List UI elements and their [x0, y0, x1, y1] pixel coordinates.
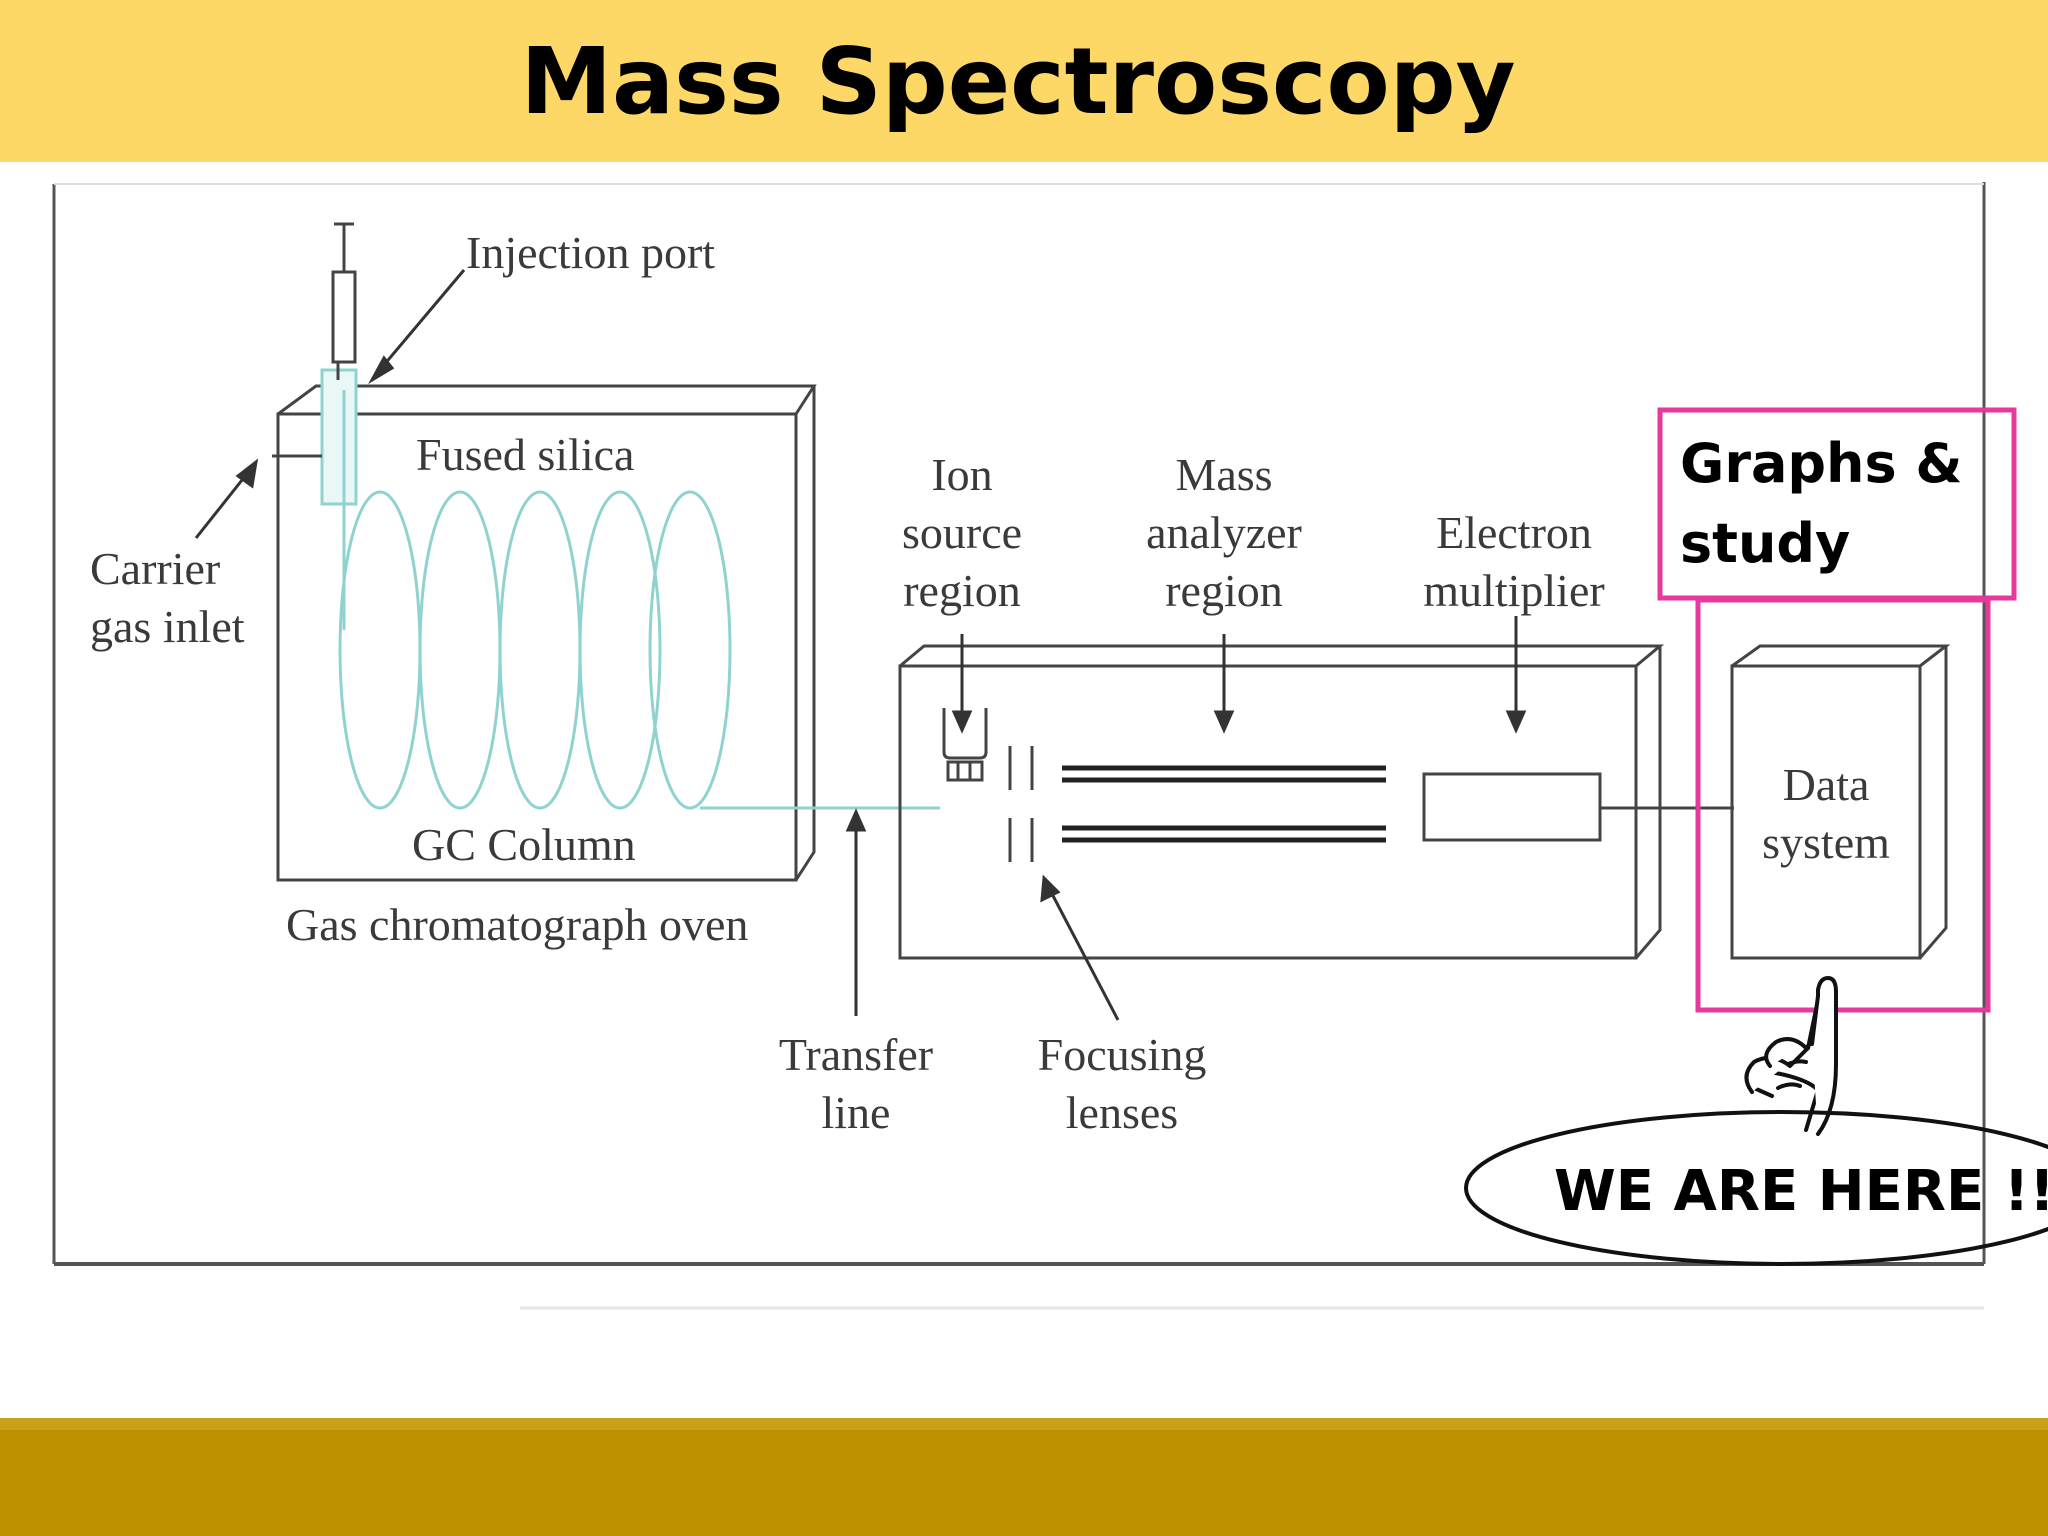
- label-carrier-1: Carrier: [90, 543, 220, 594]
- footer-bar: [0, 1418, 2048, 1536]
- label-carrier-2: gas inlet: [90, 601, 245, 652]
- pointing-hand-icon: [1744, 976, 1838, 1136]
- title-bar: Mass Spectroscopy: [0, 0, 2048, 162]
- gc-column-coil: [338, 390, 940, 810]
- label-injection-port: Injection port: [466, 227, 715, 278]
- label-mass-3: region: [1165, 565, 1283, 616]
- label-ion-3: region: [903, 565, 1021, 616]
- label-ion-2: source: [902, 507, 1022, 558]
- label-mass-2: analyzer: [1146, 507, 1302, 558]
- graphs-label-1: Graphs &: [1680, 432, 1963, 495]
- label-ion-1: Ion: [931, 449, 992, 500]
- data-system-box: [1730, 644, 1951, 960]
- gc-oven-box: [276, 384, 817, 882]
- we-are-here-ellipse: [1464, 1110, 2048, 1266]
- highlight-callouts: [1657, 407, 2017, 1013]
- label-gc-oven: Gas chromatograph oven: [286, 899, 748, 950]
- diagram-labels: Injection port Fused silica Carrier gas …: [90, 227, 1890, 1138]
- label-focusing-1: Focusing: [1038, 1029, 1207, 1080]
- data-system-highlight: [1695, 597, 1991, 1013]
- label-fused-silica: Fused silica: [416, 429, 634, 480]
- label-electron-1: Electron: [1436, 507, 1592, 558]
- electron-multiplier: [1422, 772, 1602, 842]
- label-data-1: Data: [1783, 759, 1870, 810]
- label-transfer-2: line: [822, 1087, 891, 1138]
- ms-box: [898, 644, 1665, 960]
- figure-frame: [52, 182, 1986, 1310]
- injection-syringe: [320, 222, 358, 506]
- label-electron-2: multiplier: [1423, 565, 1604, 616]
- label-data-2: system: [1762, 817, 1890, 868]
- arrows-gc: [194, 269, 466, 539]
- mass-analyzer-rods: [1062, 765, 1386, 843]
- we-are-here-label: WE ARE HERE !!!: [1554, 1159, 2048, 1224]
- focusing-lenses: [1008, 746, 1034, 862]
- label-mass-1: Mass: [1175, 449, 1272, 500]
- ion-source: [942, 708, 988, 782]
- label-transfer-1: Transfer: [779, 1029, 933, 1080]
- graphs-label-2: study: [1680, 512, 1850, 575]
- label-focusing-2: lenses: [1066, 1087, 1178, 1138]
- page-title: Mass Spectroscopy: [520, 27, 1516, 135]
- label-gc-column: GC Column: [412, 819, 636, 870]
- arrows-ms: [845, 616, 1527, 1021]
